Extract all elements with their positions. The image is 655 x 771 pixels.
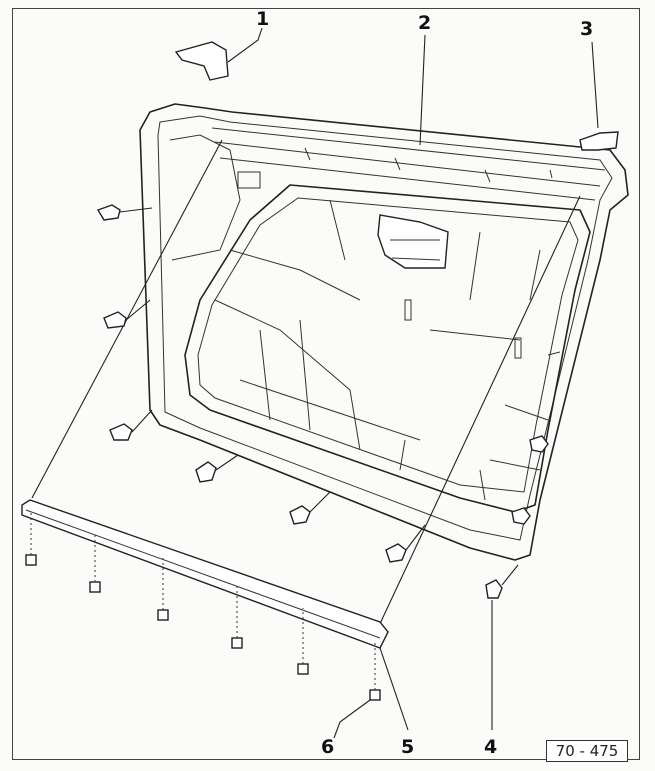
inner-frame-opening <box>184 184 591 513</box>
callout-3: 3 <box>580 18 594 40</box>
callout-6: 6 <box>321 736 335 758</box>
callout-5: 5 <box>401 736 415 758</box>
leader-1 <box>227 27 263 63</box>
leader-3 <box>591 41 599 129</box>
leader-2 <box>419 34 426 146</box>
armrest-bracket <box>377 214 449 269</box>
clip-guide-lines <box>30 512 376 690</box>
callout-1: 1 <box>256 8 270 30</box>
door-trim-panel-inner-rim <box>157 115 613 541</box>
top-rail <box>211 127 606 201</box>
inner-frame-rim <box>197 197 579 493</box>
left-pocket <box>169 134 241 261</box>
lock-recess <box>237 171 261 189</box>
door-trim-panel-outline <box>139 103 629 561</box>
panel-slot-right <box>514 337 522 359</box>
callout-4: 4 <box>484 736 498 758</box>
part-5-strip <box>21 499 389 649</box>
part-3-cap <box>579 131 619 151</box>
figure-reference: 70 - 475 <box>546 740 628 762</box>
panel-ribs <box>214 199 561 501</box>
strip-guide-right <box>377 195 581 629</box>
part-1-clip <box>174 41 229 81</box>
rail-clips <box>304 147 553 183</box>
part-4-fasteners <box>96 204 549 599</box>
panel-slot-left <box>404 299 412 321</box>
callout-2: 2 <box>418 12 432 34</box>
fastener-leaders <box>119 207 519 586</box>
diagram-frame <box>12 8 640 760</box>
leader-6 <box>333 699 371 739</box>
leader-5 <box>379 647 409 731</box>
